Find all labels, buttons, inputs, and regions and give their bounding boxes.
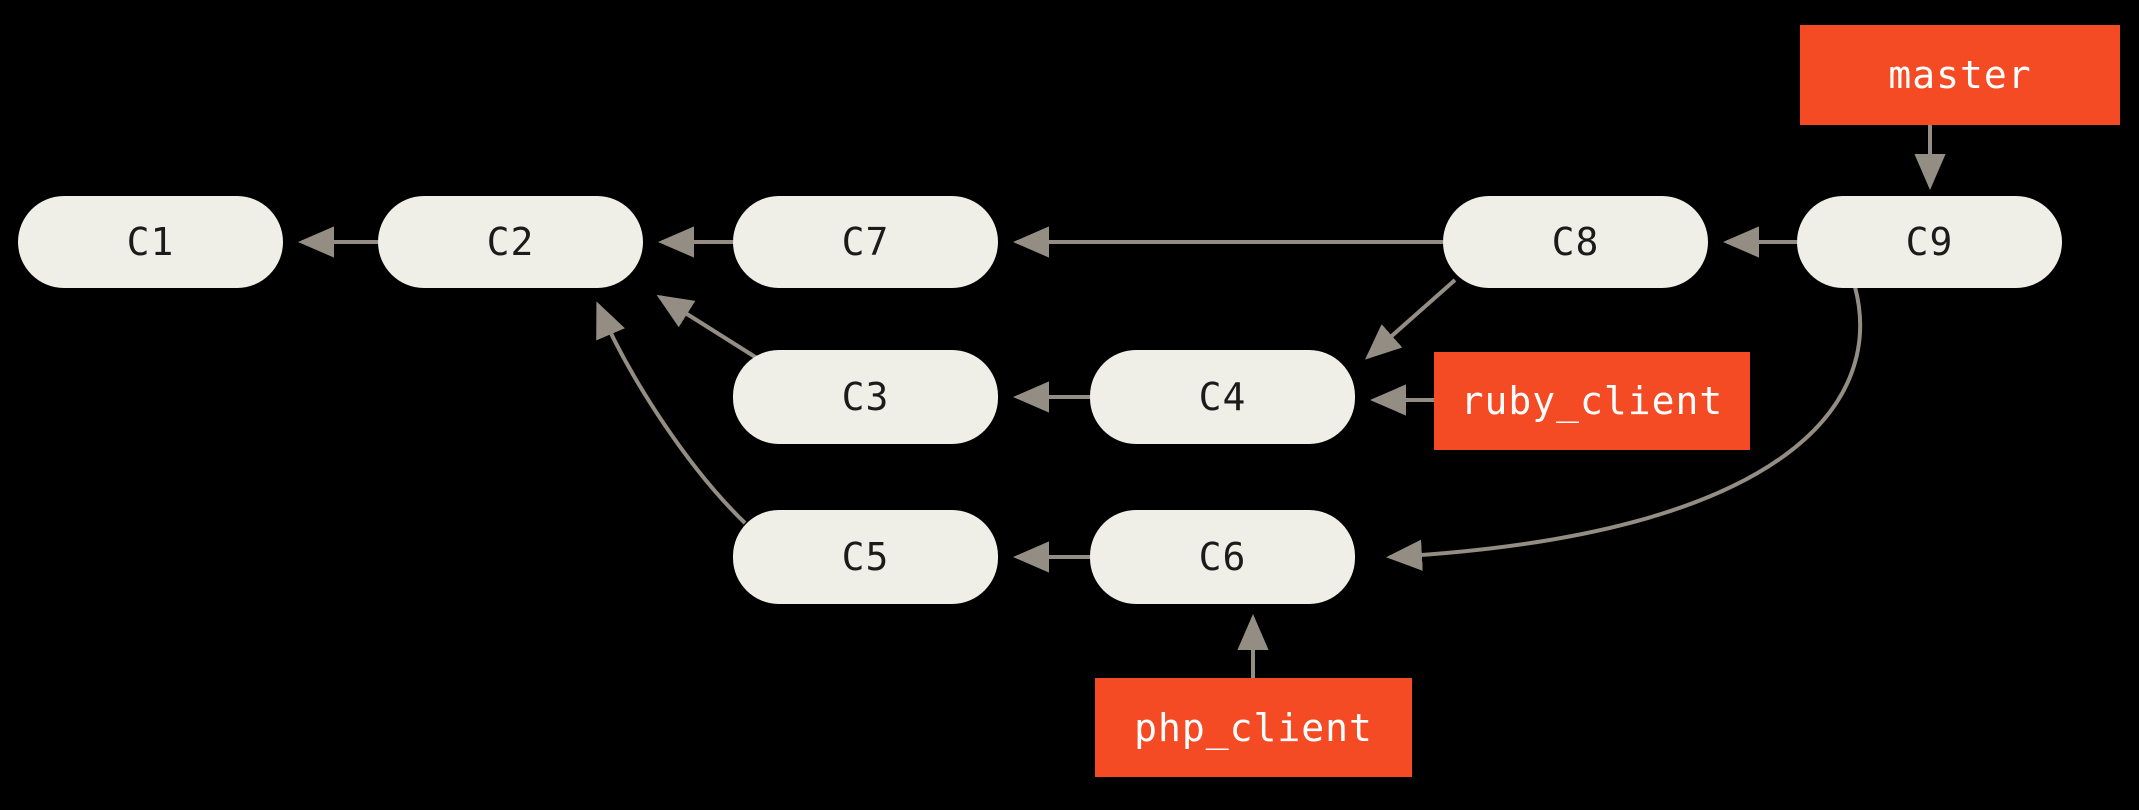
commit-node-c2[interactable]: C2 <box>378 196 643 288</box>
commit-label: C5 <box>841 535 890 579</box>
branch-label-master[interactable]: master <box>1800 25 2120 125</box>
commit-label: C2 <box>486 220 535 264</box>
branch-label-php-client[interactable]: php_client <box>1095 678 1412 777</box>
commit-label: C7 <box>841 220 890 264</box>
branch-label-ruby-client[interactable]: ruby_client <box>1434 352 1750 450</box>
edge-c5-to-c2 <box>596 301 747 525</box>
commit-label: C9 <box>1905 220 1954 264</box>
commit-node-c5[interactable]: C5 <box>733 510 998 604</box>
branch-name: php_client <box>1134 705 1373 750</box>
branch-name: master <box>1888 53 2032 97</box>
commit-label: C4 <box>1198 375 1247 419</box>
commit-label: C1 <box>126 220 175 264</box>
commit-node-c4[interactable]: C4 <box>1090 350 1355 444</box>
commit-label: C8 <box>1551 220 1600 264</box>
commit-label: C6 <box>1198 535 1247 579</box>
edge-c8-to-c4 <box>1365 278 1457 360</box>
branch-name: ruby_client <box>1460 379 1724 423</box>
commit-node-c8[interactable]: C8 <box>1443 196 1708 288</box>
commit-node-c7[interactable]: C7 <box>733 196 998 288</box>
commit-node-c6[interactable]: C6 <box>1090 510 1355 604</box>
edge-c3-to-c2 <box>656 294 762 362</box>
commit-node-c9[interactable]: C9 <box>1797 196 2062 288</box>
commit-node-c3[interactable]: C3 <box>733 350 998 444</box>
commit-label: C3 <box>841 375 890 419</box>
commit-node-c1[interactable]: C1 <box>18 196 283 288</box>
